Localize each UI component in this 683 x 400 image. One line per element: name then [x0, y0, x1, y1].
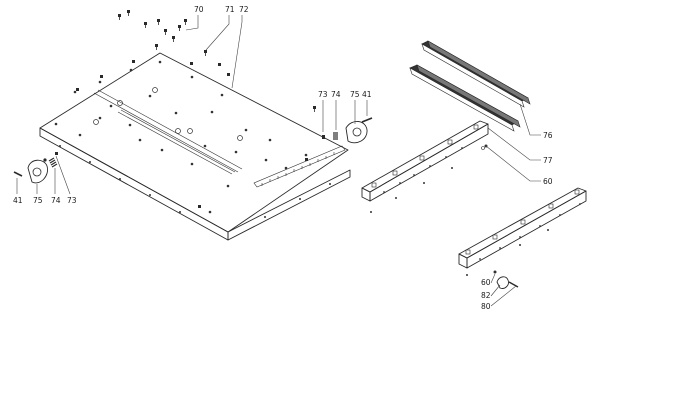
label-60-upper: 60 — [543, 177, 553, 186]
fence-rails — [409, 40, 531, 132]
label-41-right: 41 — [362, 90, 372, 99]
small-parts-lower — [484, 144, 519, 289]
spring-right — [333, 132, 338, 140]
clamp-assembly-right — [322, 117, 373, 144]
label-77: 77 — [543, 156, 553, 165]
label-76: 76 — [543, 131, 553, 140]
side-rail-upper — [361, 120, 489, 213]
label-60-lower: 60 — [481, 278, 491, 287]
label-73-right: 73 — [318, 90, 328, 99]
label-82: 82 — [481, 291, 491, 300]
label-75-right: 75 — [350, 90, 360, 99]
label-73-left: 73 — [67, 196, 77, 205]
label-80: 80 — [481, 302, 491, 311]
screws-group-top — [76, 10, 316, 208]
label-74-right: 74 — [331, 90, 341, 99]
spring-left — [48, 157, 58, 168]
label-71: 71 — [225, 5, 235, 14]
label-74-left: 74 — [51, 196, 61, 205]
clamp-assembly-left — [13, 152, 58, 184]
label-70: 70 — [194, 5, 204, 14]
table-top-plate — [39, 52, 351, 241]
plate-holes — [54, 60, 308, 214]
label-75-left: 75 — [33, 196, 43, 205]
leader-lines — [16, 15, 541, 307]
callout-labels: 70 71 72 73 74 75 41 41 75 74 73 76 77 6… — [13, 5, 553, 311]
label-72: 72 — [239, 5, 249, 14]
side-rail-lower — [458, 187, 587, 276]
label-41-left: 41 — [13, 196, 23, 205]
